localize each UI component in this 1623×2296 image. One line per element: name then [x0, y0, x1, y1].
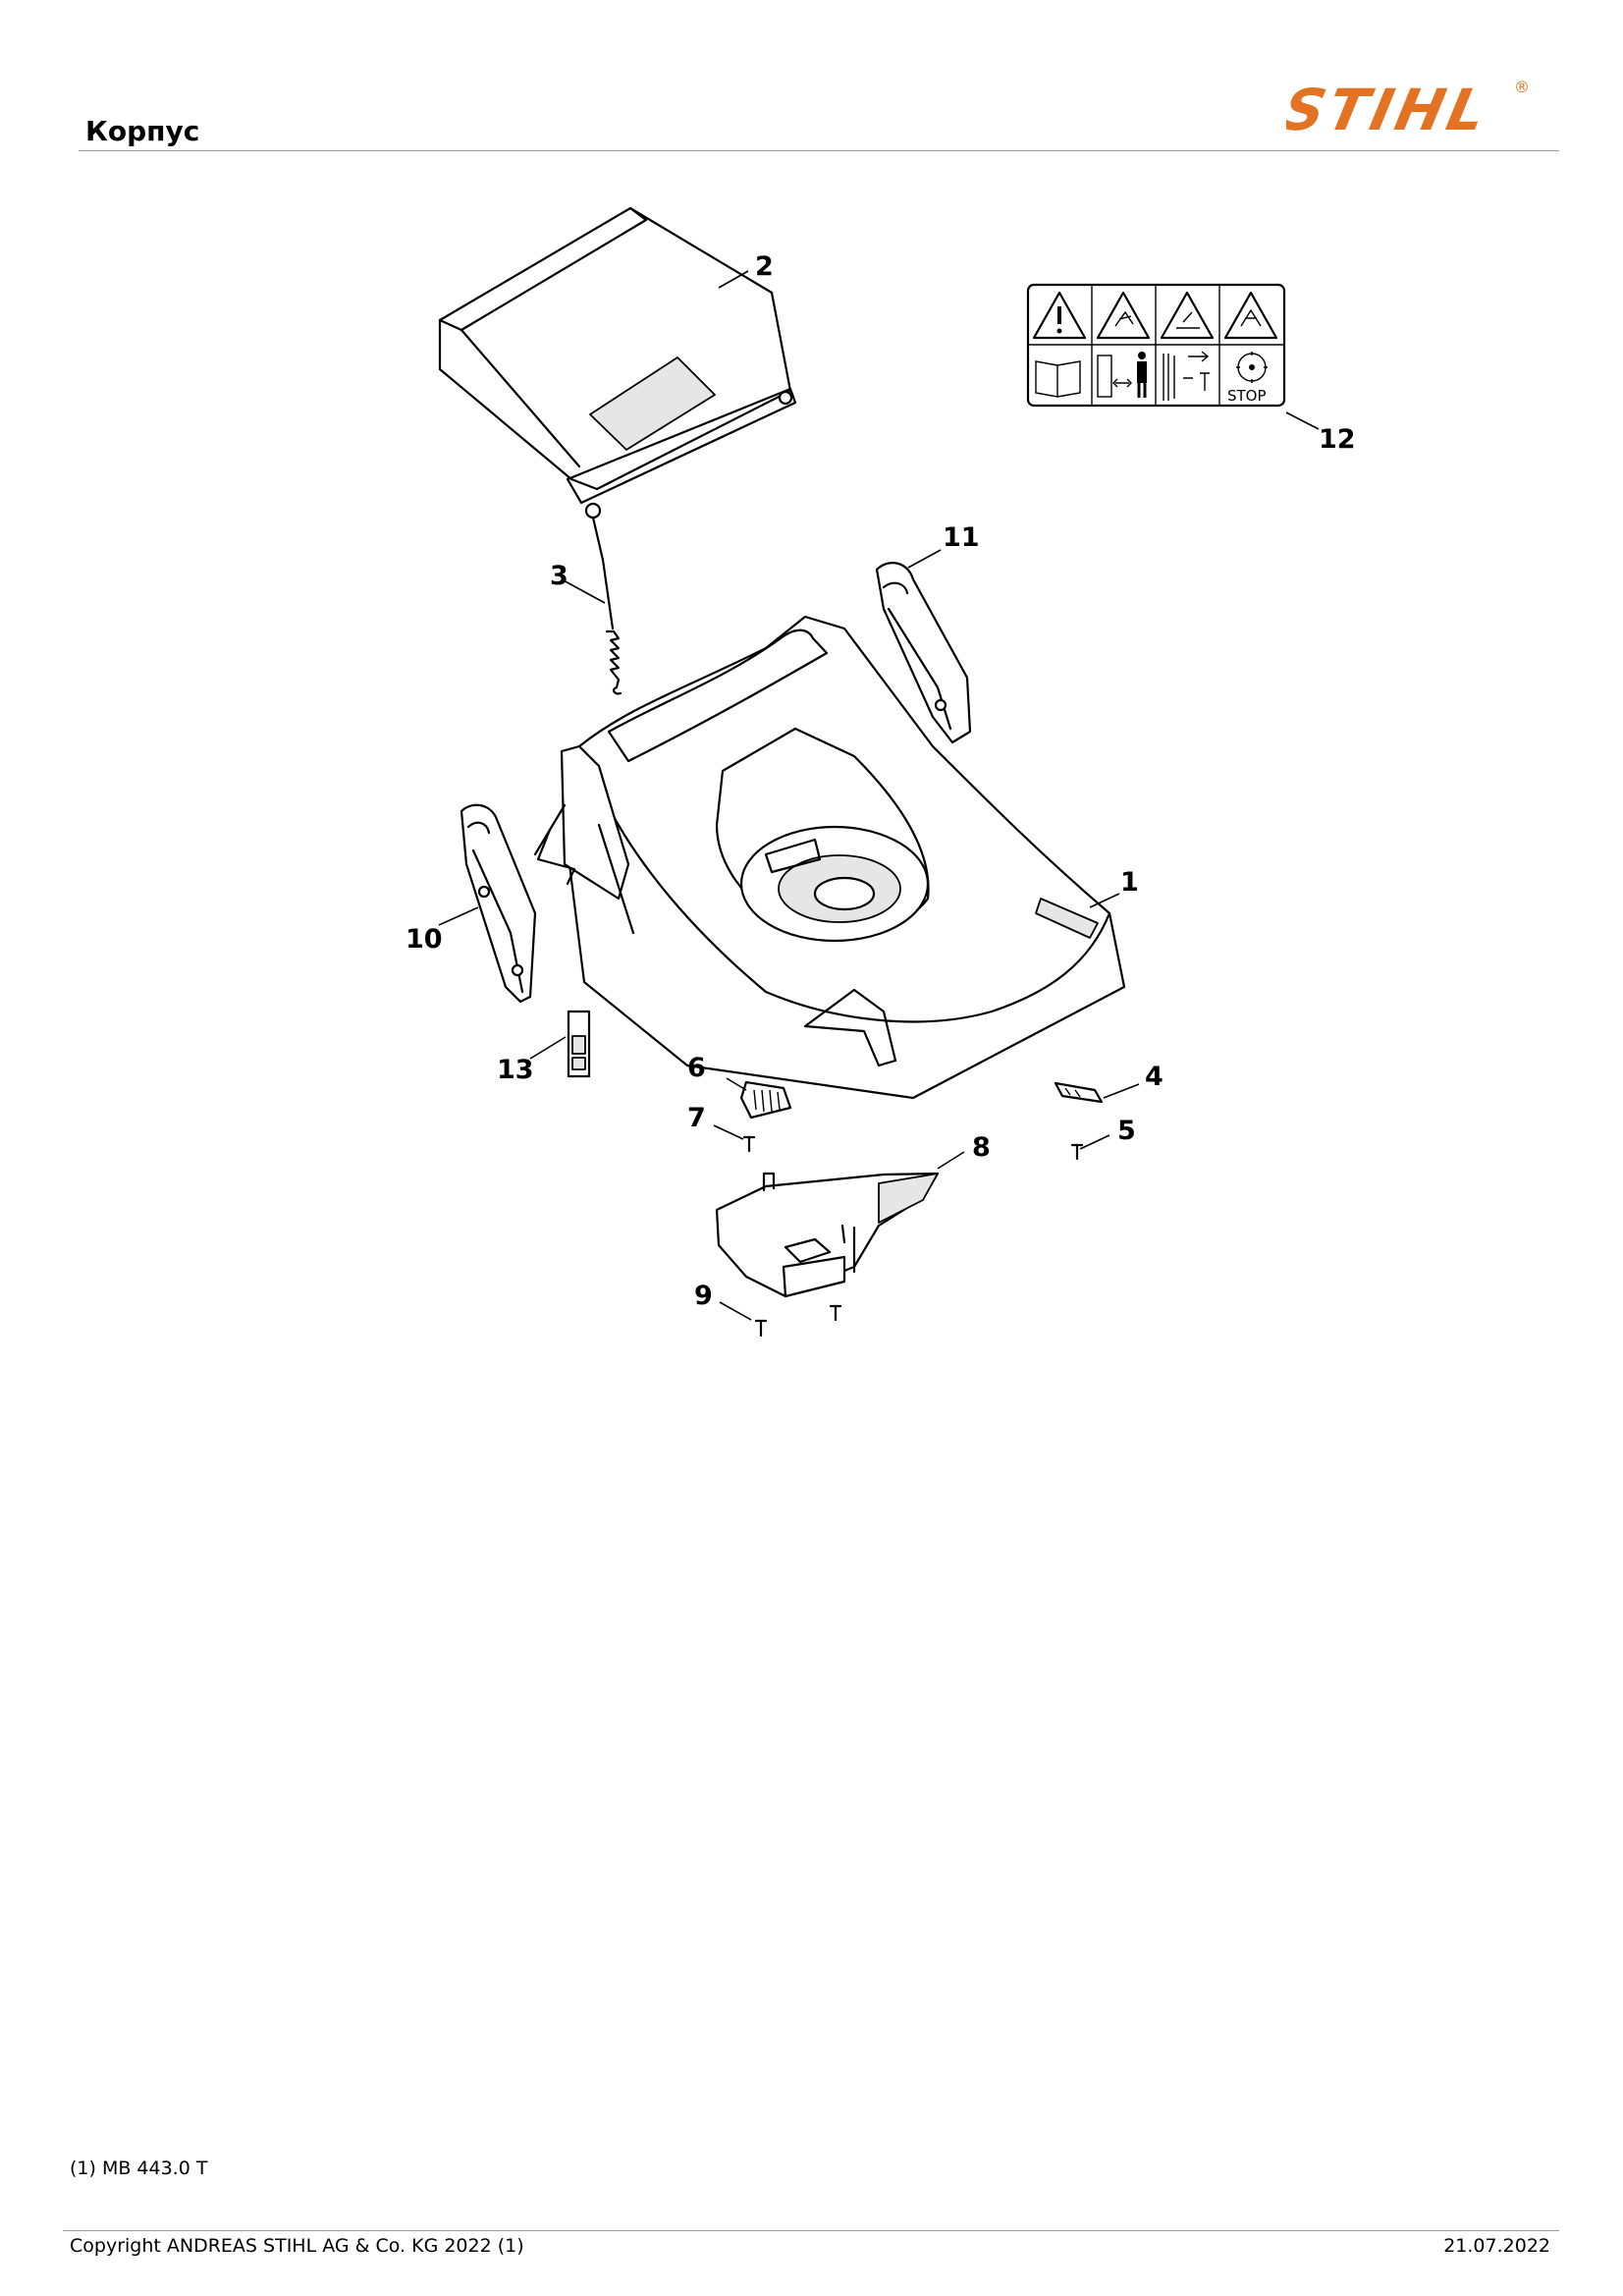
brand-registered-mark: ®	[1514, 78, 1530, 96]
part-3-spring	[591, 516, 622, 695]
document-date: 21.07.2022	[1443, 2235, 1550, 2257]
part-1-housing	[533, 615, 1126, 1100]
callout-9: 9	[694, 1281, 713, 1311]
part-10-left-side-cover	[460, 803, 537, 1004]
part-9-screw-2	[829, 1304, 842, 1322]
callout-10: 10	[406, 924, 443, 955]
part-5-screw	[1070, 1143, 1084, 1161]
callout-4: 4	[1145, 1062, 1163, 1092]
callout-11: 11	[943, 522, 980, 553]
exploded-parts-diagram: STOP 1 2 3 4 5 6 7 8 9 10 11 12 13	[406, 206, 1356, 1338]
callout-7: 7	[687, 1103, 706, 1133]
brand-wordmark: STIHL	[1286, 78, 1495, 139]
part-8-discharge-insert	[715, 1172, 940, 1298]
sticker-stop-text: STOP	[1227, 387, 1267, 405]
callout-13: 13	[497, 1055, 534, 1085]
header-divider	[79, 150, 1559, 151]
callout-8: 8	[972, 1132, 991, 1163]
part-7-screw	[742, 1135, 756, 1153]
part-2-rear-flap	[438, 206, 797, 519]
part-6-grille	[739, 1080, 792, 1120]
callout-6: 6	[687, 1053, 706, 1083]
part-13-label	[567, 1010, 591, 1078]
copyright-notice: Copyright ANDREAS STIHL AG & Co. KG 2022…	[70, 2235, 524, 2257]
part-4-slat	[1054, 1081, 1104, 1104]
callout-12: 12	[1319, 424, 1356, 455]
part-12-warning-sticker: STOP	[1026, 283, 1286, 408]
leader-lines	[438, 270, 1320, 1321]
model-footnote: (1) MB 443.0 T	[70, 2158, 208, 2179]
footer-divider	[63, 2230, 1559, 2231]
callout-2: 2	[755, 251, 774, 282]
part-9-screw-1	[754, 1319, 768, 1338]
callout-3: 3	[550, 561, 568, 591]
callout-5: 5	[1117, 1116, 1136, 1146]
page-title: Корпус	[85, 115, 200, 147]
callout-1: 1	[1120, 867, 1139, 898]
stihl-logo: STIHL ®	[1286, 78, 1530, 139]
part-11-right-side-cover	[875, 562, 972, 744]
